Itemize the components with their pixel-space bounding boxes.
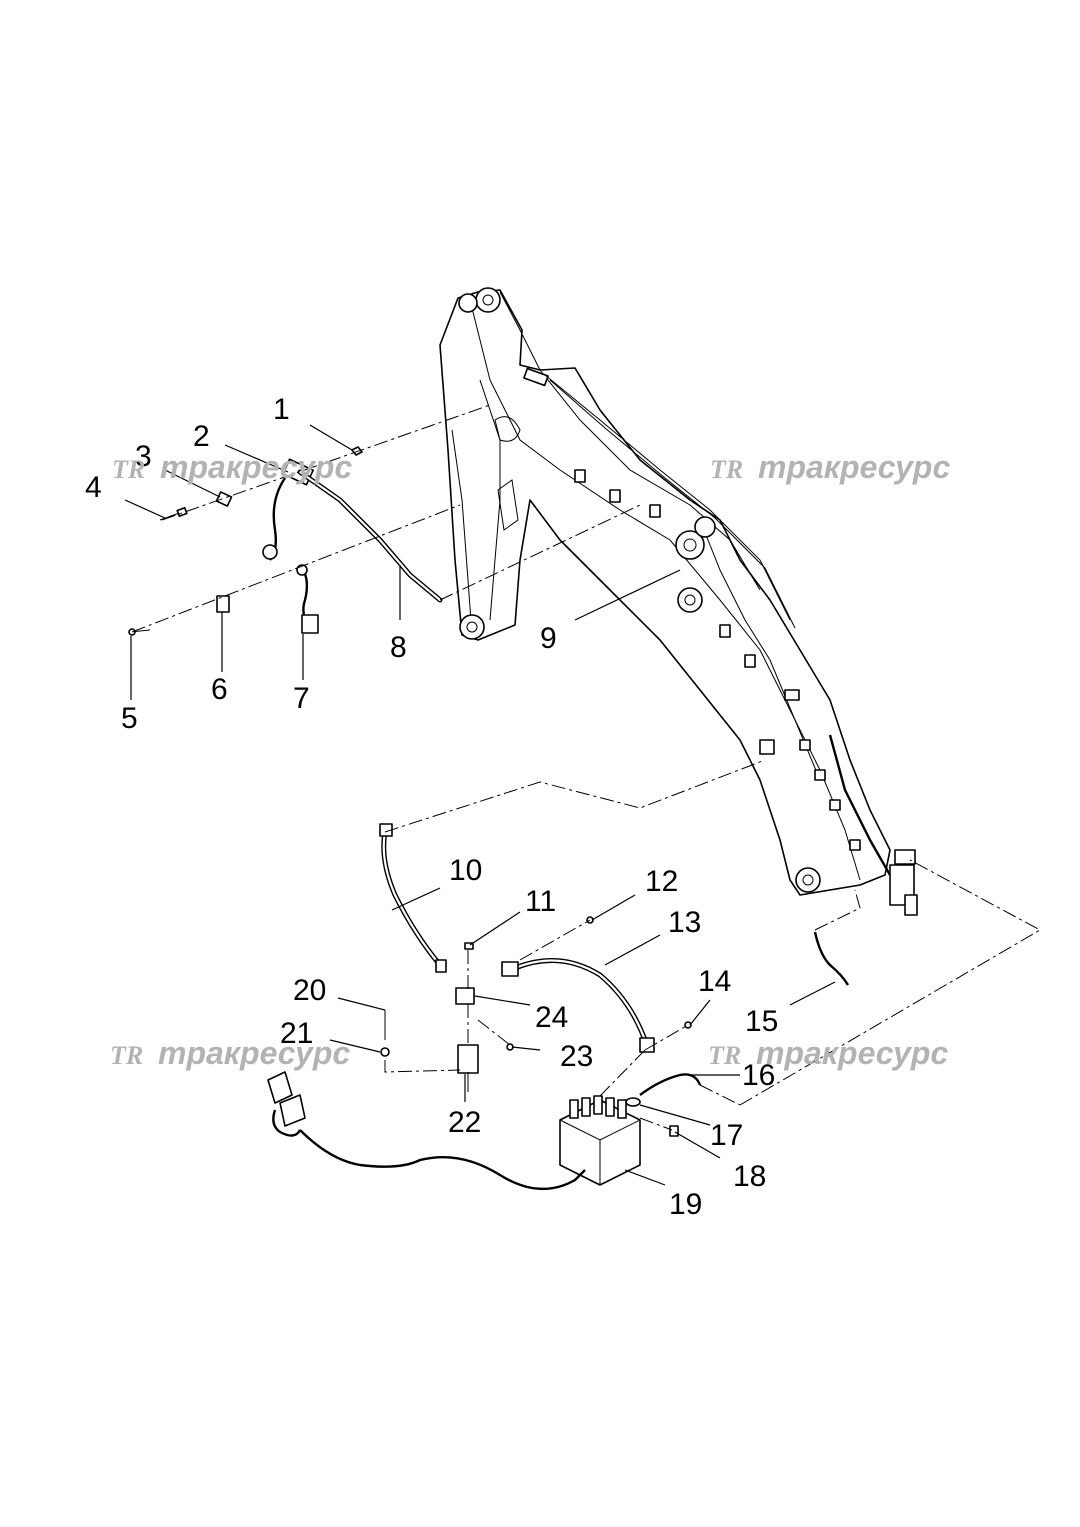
boom-arm-assembly [439,287,918,916]
callout-18: 18 [733,1160,766,1193]
watermark-text: тракресурс [758,449,950,485]
part-21-washer [380,1047,390,1057]
callout-5: 5 [121,702,138,735]
part-8-line [297,469,443,603]
callout-10: 10 [449,854,482,887]
part-22-bracket [457,1044,479,1074]
watermark-text: тракресурс [160,449,352,485]
callout-12: 12 [645,865,678,898]
watermark-top-left: TR тракресурс [112,449,352,485]
part-6-bushing [216,595,230,613]
callout-13: 13 [668,906,701,939]
joystick [267,1071,306,1137]
joystick-cable [299,1129,586,1190]
callout-22: 22 [448,1106,481,1139]
watermark-logo: TR [710,455,743,484]
part-18-plug [669,1125,679,1137]
watermark-logo: TR [112,455,145,484]
callout-24: 24 [535,1001,568,1034]
callout-1: 1 [273,393,290,426]
part-1-bolt [351,446,363,456]
callout-17: 17 [710,1119,743,1152]
lower-parts [267,823,850,1190]
watermark-top-right: TR тракресурс [710,449,950,485]
watermark-text: тракресурс [756,1035,948,1071]
part-24-block [455,987,475,1005]
callout-23: 23 [560,1040,593,1073]
callout-6: 6 [211,673,228,706]
callout-19: 19 [669,1188,702,1221]
callout-20: 20 [293,974,326,1007]
watermark-logo: TR [110,1041,143,1070]
dashed-connection-lines [131,404,1042,1131]
watermark-bottom-left: TR тракресурс [110,1035,350,1071]
callout-16: 16 [742,1059,775,1092]
callout-7: 7 [293,682,310,715]
part-19-valve [559,1095,641,1186]
callout-9: 9 [540,622,557,655]
callout-4: 4 [85,471,102,504]
callout-11: 11 [525,885,556,918]
part-17-ring [625,1097,641,1107]
callout-2: 2 [193,420,210,453]
watermark-text: тракресурс [158,1035,350,1071]
part-15-line [813,931,850,986]
part-10-hose [381,829,443,968]
callout-numbers: 1 2 3 4 5 6 7 8 9 10 11 12 13 14 15 16 1… [85,393,778,1221]
leader-lines [124,424,836,1186]
callout-8: 8 [390,631,407,664]
part-7-connector [301,614,319,634]
part-14-fitting [684,1021,692,1029]
callout-21: 21 [280,1017,313,1050]
watermark-logo: TR [708,1041,741,1070]
part-16-line [639,1073,702,1096]
callout-3: 3 [135,440,152,473]
callout-14: 14 [698,965,731,998]
callout-15: 15 [745,1005,778,1038]
watermark-bottom-right: TR тракресурс [708,1035,948,1071]
